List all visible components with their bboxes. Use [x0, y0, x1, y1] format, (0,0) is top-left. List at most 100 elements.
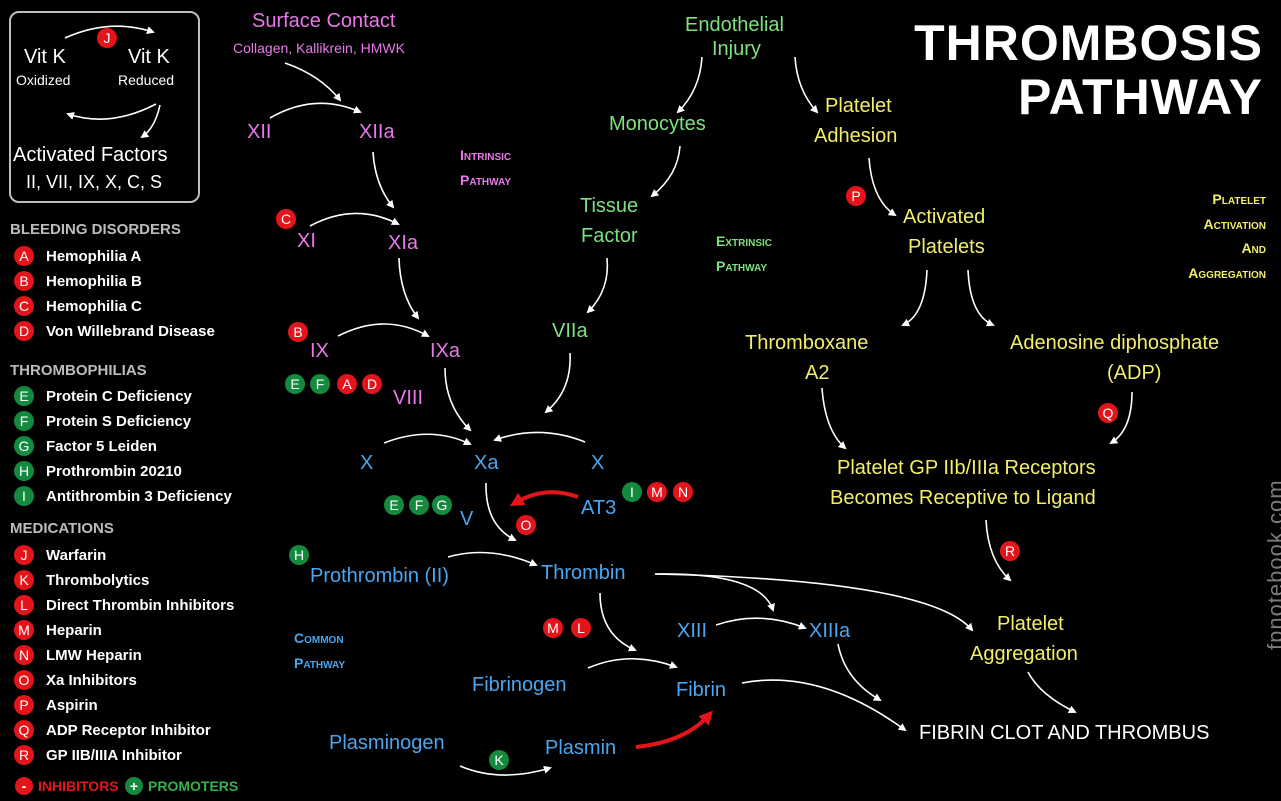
node-monocytes: Monocytes	[609, 113, 706, 135]
arrow-vitk-bottom	[66, 103, 157, 120]
badge-von-willebrand: D	[362, 374, 382, 394]
bleeding-legend-item: C Hemophilia C	[14, 295, 142, 317]
promoters-label: PROMOTERS	[148, 778, 239, 794]
arrow-tf-viia	[586, 257, 609, 314]
platelet-label-line-3: And	[1241, 240, 1266, 256]
arrow-x-xa-right	[493, 431, 586, 443]
node-factor-xiiia: XIIIa	[809, 620, 851, 642]
node-plasmin: Plasmin	[545, 737, 617, 759]
extrinsic-label-line-2: Pathway	[716, 258, 768, 274]
node-antithrombin-3: AT3	[581, 497, 617, 519]
arrow-fibrin-clot	[741, 679, 907, 732]
node-adp: Adenosine diphosphate	[1010, 332, 1220, 354]
common-label-line-1: Common	[294, 630, 344, 646]
arrow-xi-xia	[309, 212, 400, 227]
platelet-label-line-2: Activation	[1203, 215, 1266, 232]
legend-item-label: Heparin	[46, 621, 102, 639]
common-pathway-label: Common Pathway	[294, 626, 345, 676]
node-plasminogen: Plasminogen	[329, 732, 445, 754]
node-fibrinogen: Fibrinogen	[472, 674, 567, 696]
legend-letter-badge: E	[14, 386, 34, 406]
node-factor-ixa: IXa	[430, 340, 461, 362]
common-label-line-2: Pathway	[294, 655, 346, 671]
arrow-xiiia-clot	[837, 643, 882, 701]
legend-item-label: Xa Inhibitors	[46, 671, 137, 689]
legend-heading-medications: MEDICATIONS	[10, 520, 114, 537]
node-platelet-adhesion: Platelet	[825, 95, 892, 117]
arrow-monocytes-tf	[650, 145, 681, 198]
legend-letter-badge: G	[14, 436, 34, 456]
legend-item-label: Hemophilia C	[46, 297, 142, 315]
arrow-thromboxane-gp	[821, 387, 847, 450]
badge-warfarin: J	[97, 28, 117, 48]
legend-letter-badge: F	[14, 411, 34, 431]
legend-item-label: Protein S Deficiency	[46, 412, 192, 430]
arrow-thrombin-aggregation	[654, 573, 974, 632]
arrow-viia-xa	[544, 352, 571, 414]
arrow-x-xa-left	[383, 433, 472, 446]
badge-adp-receptor-inhibitor: Q	[1098, 403, 1118, 423]
legend-item-label: LMW Heparin	[46, 646, 142, 664]
legend-letter-badge: L	[14, 595, 34, 615]
thrombophilia-legend-item: F Protein S Deficiency	[14, 410, 191, 432]
node-endothelial-injury: Endothelial	[685, 14, 784, 36]
arrow-prothrombin-thrombin	[447, 551, 538, 567]
legend-letter-badge: C	[14, 296, 34, 316]
legend-heading-thrombophilias: THROMBOPHILIAS	[10, 362, 147, 379]
arrow-xiia-xia	[372, 151, 395, 209]
arrow-xii-xiia	[269, 102, 362, 119]
legend-letter-badge: B	[14, 271, 34, 291]
vitk-reduced-label: Vit K	[128, 46, 170, 68]
badge-protein-c-v: E	[384, 495, 404, 515]
legend-letter-badge: J	[14, 545, 34, 565]
legend-letter-badge: R	[14, 745, 34, 765]
arrow-endo-monocytes	[676, 56, 703, 114]
badge-protein-s: F	[310, 374, 330, 394]
activated-factors-list: II, VII, IX, X, C, S	[26, 172, 163, 192]
legend-heading-bleeding: BLEEDING DISORDERS	[10, 221, 181, 238]
arrow-ixa-xa	[444, 367, 472, 432]
node-fibrin-clot-thrombus: FIBRIN CLOT AND THROMBUS	[919, 722, 1210, 744]
arrow-xa-thrombin	[485, 482, 517, 541]
legend-letter-badge: N	[14, 645, 34, 665]
vitk-oxidized-sub: Oxidized	[16, 72, 71, 88]
legend-item-label: Factor 5 Leiden	[46, 437, 157, 455]
arrow-vitk-activated	[140, 104, 161, 139]
node-factor-x-left: X	[360, 452, 374, 474]
arrow-fibrinogen-fibrin	[587, 657, 678, 669]
arrow-plasmin-lyses-fibrin	[635, 710, 713, 749]
vitk-oxidized-label: Vit K	[24, 46, 66, 68]
title-line-2: PATHWAY	[1018, 69, 1263, 125]
legend-letter-badge: Q	[14, 720, 34, 740]
arrow-at3-inhibits-xa	[509, 490, 579, 507]
legend-letter-badge: D	[14, 321, 34, 341]
node-fibrin: Fibrin	[676, 679, 727, 701]
inhibitors-label: INHIBITORS	[38, 778, 119, 794]
medication-legend-item: L Direct Thrombin Inhibitors	[14, 594, 234, 616]
title-line-1: THROMBOSIS	[914, 15, 1263, 71]
promoter-sign-icon: +	[125, 777, 143, 795]
arrow-ix-ixa	[337, 323, 430, 337]
badge-thrombolytics: K	[489, 750, 509, 770]
badge-heparin-thrombin: M	[543, 618, 563, 638]
node-adp-line2: (ADP)	[1107, 362, 1162, 384]
node-activated-platelets: Activated	[903, 206, 986, 228]
extrinsic-pathway-label: Extrinsic Pathway	[716, 229, 772, 279]
platelet-label-line-4: Aggregation	[1188, 264, 1266, 281]
arrow-thrombin-fibrin	[599, 592, 637, 652]
badge-lmw-heparin: N	[673, 482, 693, 502]
arrow-surface-xiia	[284, 62, 342, 102]
node-gp-receptors-line2: Becomes Receptive to Ligand	[830, 487, 1096, 509]
legend-item-label: Hemophilia A	[46, 247, 142, 265]
node-tissue-factor: Tissue	[580, 195, 639, 217]
legend-item-label: Direct Thrombin Inhibitors	[46, 596, 235, 614]
badge-xa-inhibitors: O	[516, 515, 536, 535]
